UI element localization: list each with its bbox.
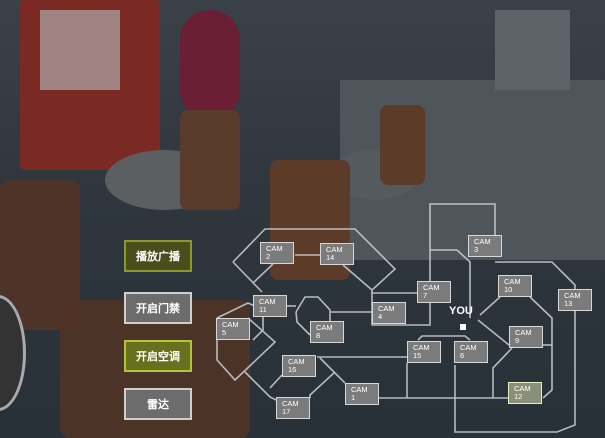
cam-label: CAM xyxy=(423,283,440,292)
cam-number: 11 xyxy=(259,305,267,314)
cam-number: 15 xyxy=(413,351,422,360)
radar-button[interactable]: 雷达 xyxy=(124,388,192,420)
wall-panel xyxy=(495,10,570,90)
cam-label: CAM xyxy=(515,328,532,337)
vending-window xyxy=(40,10,120,90)
cam-number: 10 xyxy=(504,285,513,294)
cam-number: 2 xyxy=(266,252,271,261)
character-figure xyxy=(180,10,240,120)
cam-number: 9 xyxy=(515,336,520,345)
cam-number: 17 xyxy=(282,407,291,416)
cam-label: CAM xyxy=(259,297,276,306)
chair xyxy=(180,110,240,210)
open-door-access-button[interactable]: 开启门禁 xyxy=(124,292,192,324)
cam-number: 5 xyxy=(222,328,227,337)
cam-number: 16 xyxy=(288,365,297,374)
cam-number: 8 xyxy=(316,331,321,340)
cam-label: CAM xyxy=(378,304,395,313)
cam-label: CAM xyxy=(474,237,491,246)
turn-on-ac-button[interactable]: 开启空调 xyxy=(124,340,192,372)
cam-label: CAM xyxy=(316,323,333,332)
cam-label: CAM xyxy=(282,399,299,408)
play-broadcast-button[interactable]: 播放广播 xyxy=(124,240,192,272)
cam-number: 14 xyxy=(326,253,335,262)
cam-label: CAM xyxy=(564,291,581,300)
player-position-marker xyxy=(460,324,466,330)
cam-number: 1 xyxy=(351,393,356,402)
cam-label: CAM xyxy=(351,385,368,394)
cam-label: CAM xyxy=(222,320,239,329)
cam-label: CAM xyxy=(413,343,430,352)
cam-label: CAM xyxy=(266,244,283,253)
cam-label: CAM xyxy=(460,343,477,352)
cam-number: 3 xyxy=(474,245,479,254)
cam-label: CAM xyxy=(504,277,521,286)
cam-label: CAM xyxy=(288,357,305,366)
cam-number: 4 xyxy=(378,312,383,321)
you-label: YOU xyxy=(449,305,473,317)
cam-number: 7 xyxy=(423,291,428,300)
cam-number: 13 xyxy=(564,299,573,308)
cam-label: CAM xyxy=(514,384,531,393)
cam-number: 12 xyxy=(514,392,523,401)
cam-number: 6 xyxy=(460,351,465,360)
cam-label: CAM xyxy=(326,245,343,254)
chair xyxy=(380,105,425,185)
